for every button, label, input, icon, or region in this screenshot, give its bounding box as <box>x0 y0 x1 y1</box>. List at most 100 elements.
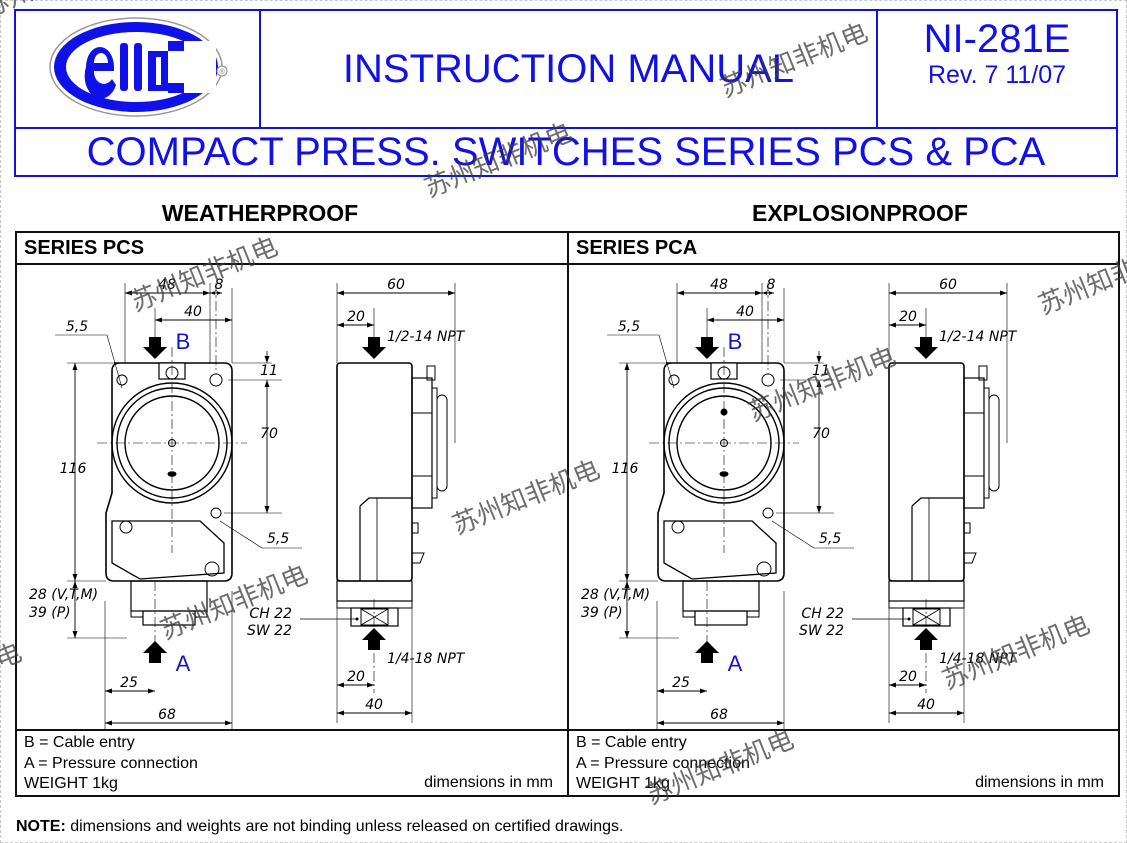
nameplate-screw-icon <box>671 520 685 534</box>
dimension-label: 70 <box>260 426 278 442</box>
switch-body-outline <box>105 362 233 582</box>
dimension-label: 39 (P) <box>581 605 623 621</box>
disclaimer-note: NOTE: dimensions and weights are not bin… <box>16 818 623 836</box>
cover-profile <box>983 387 990 499</box>
dimension-label: 20 <box>347 669 365 685</box>
mounting-screw-icon <box>209 373 223 387</box>
dimension-label: 11 <box>260 363 278 379</box>
legend-pressure-connection: A = Pressure connection <box>24 754 198 772</box>
cable-entry-arrow-icon <box>362 337 386 359</box>
side-fitting <box>888 580 965 602</box>
drawing-line <box>658 334 675 389</box>
side-fitting <box>888 600 965 609</box>
side-body-outline <box>336 362 413 582</box>
lock-tab <box>978 365 988 381</box>
document-code: NI-281E <box>923 17 1071 61</box>
dimension-label: 68 <box>158 707 176 723</box>
mounting-hole <box>210 507 222 519</box>
lock-tab <box>426 365 436 381</box>
dimension-label: 20 <box>899 669 917 685</box>
dimension-arrow-icon <box>210 290 222 296</box>
dimension-arrow-icon <box>816 356 822 363</box>
document-id-cell: NI-281E Rev. 7 11/07 <box>878 11 1116 127</box>
explosionproof-heading: EXPLOSIONPROOF <box>752 200 968 226</box>
pressure-fitting <box>694 610 748 626</box>
pressure-connection-label: A <box>176 651 191 676</box>
pressure-fitting <box>130 610 144 618</box>
units-note: dimensions in mm <box>975 774 1104 791</box>
dimension-label: SW 22 <box>799 623 844 639</box>
dimension-label: 1/4-18 NPT <box>387 651 466 667</box>
dimension-label: 5,5 <box>819 531 841 547</box>
registered-mark: ® <box>220 68 226 76</box>
weatherproof-heading: WEATHERPROOF <box>161 200 359 226</box>
hex-nut <box>350 607 399 627</box>
leader-dot <box>907 617 911 621</box>
pressure-fitting <box>682 580 760 612</box>
side-body-detail <box>911 497 964 581</box>
legend-box: B = Cable entry A = Pressure connection … <box>569 729 1118 795</box>
legend-box: B = Cable entry A = Pressure connection … <box>17 729 567 795</box>
drawing-line <box>912 608 941 626</box>
dimension-arrow-icon <box>72 581 78 638</box>
weight-text: WEIGHT 1kg <box>576 775 670 792</box>
dimension-label: 28 (V,T,M) <box>29 587 98 603</box>
dimension-label: SW 22 <box>247 623 292 639</box>
dimension-label: 48 <box>158 277 176 293</box>
side-body-detail <box>411 522 419 534</box>
weight-text: WEIGHT 1kg <box>24 775 118 792</box>
cover-profile <box>411 412 433 477</box>
cable-entry-arrow-icon <box>695 337 719 359</box>
pressure-fitting <box>746 610 760 618</box>
dimension-label: 40 <box>736 304 754 320</box>
drawing-line <box>771 520 815 549</box>
dimension-arrow-icon <box>762 290 774 296</box>
dimension-label: 11 <box>812 363 830 379</box>
dimension-label: 1/4-18 NPT <box>939 651 1018 667</box>
dimension-label: CH 22 <box>801 606 844 622</box>
pressure-connection-arrow-icon <box>695 641 719 663</box>
mounting-hole <box>668 374 680 386</box>
hex-nut <box>360 608 389 626</box>
nameplate-screw-icon <box>119 520 133 534</box>
dimension-arrow-icon <box>264 356 270 363</box>
ground-lug-icon <box>963 552 977 564</box>
nameplate-rivet-icon <box>756 561 772 577</box>
units-note: dimensions in mm <box>424 774 553 791</box>
series-title: SERIES PCA <box>569 233 1118 265</box>
pressure-fitting <box>142 610 196 626</box>
legend-cable-entry: B = Cable entry <box>24 734 135 751</box>
mounting-hole <box>762 507 774 519</box>
dimension-label: 40 <box>365 697 383 713</box>
legend-cable-entry: B = Cable entry <box>576 734 687 751</box>
dimension-label: 28 (V,T,M) <box>581 587 650 603</box>
cover-profile <box>431 387 438 499</box>
pressure-connection-label: A <box>728 651 743 676</box>
side-body-outline <box>888 362 965 582</box>
dimension-label: 60 <box>939 277 957 293</box>
drawing-line <box>106 334 123 389</box>
pressure-connection-arrow-icon <box>914 628 938 650</box>
dimension-label: CH 22 <box>249 606 292 622</box>
dimension-label: 1/2-14 NPT <box>939 329 1018 345</box>
note-label: NOTE: <box>16 818 66 835</box>
dimension-label: 25 <box>672 675 690 691</box>
dimension-label: 1/2-14 NPT <box>387 329 466 345</box>
dimension-label: 48 <box>710 277 728 293</box>
pressure-connection-arrow-icon <box>362 628 386 650</box>
dimension-label: 8 <box>767 277 776 293</box>
dimension-label: 25 <box>120 675 138 691</box>
cover-profile <box>988 394 1000 492</box>
cable-entry-label: B <box>728 329 743 354</box>
dimension-label: 60 <box>387 277 405 293</box>
cable-entry-label: B <box>176 329 191 354</box>
revision-text: Rev. 7 11/07 <box>927 61 1067 89</box>
mounting-screw-icon <box>761 373 775 387</box>
nameplate <box>111 520 225 580</box>
dimension-label: 5,5 <box>66 319 88 335</box>
nameplate-rivet-icon <box>204 561 220 577</box>
